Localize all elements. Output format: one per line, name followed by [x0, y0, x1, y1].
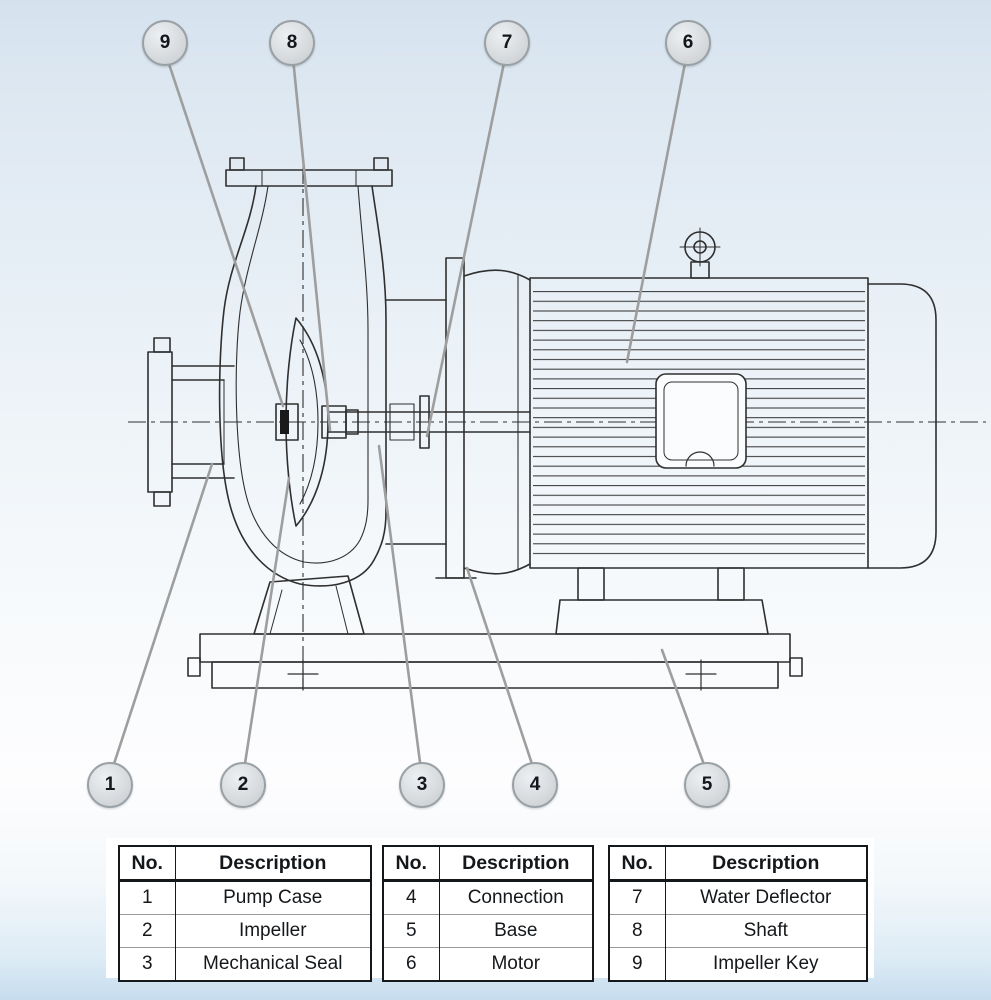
callout-8: 8: [269, 20, 315, 66]
discharge-flange: [225, 157, 393, 187]
callout-4: 4: [512, 762, 558, 808]
callout-6-label: 6: [682, 32, 694, 53]
table-row: 1 Pump Case: [118, 880, 372, 915]
motor-junction-plate: [655, 373, 747, 469]
part-description: Base: [438, 914, 594, 948]
col-header-no: No.: [382, 845, 440, 882]
leader-lines: [110, 56, 708, 772]
part-number: 5: [382, 914, 440, 948]
part-number: 3: [118, 947, 176, 981]
table-row: 9 Impeller Key: [608, 947, 868, 981]
callout-2: 2: [220, 762, 266, 808]
callout-8-label: 8: [286, 32, 298, 53]
motor-end-cap: [867, 283, 937, 569]
leader-line-5: [660, 648, 708, 772]
leader-line-7: [425, 56, 507, 438]
callout-3: 3: [399, 762, 445, 808]
col-header-no: No.: [118, 845, 176, 882]
part-number: 2: [118, 914, 176, 948]
lifting-eye: [679, 227, 721, 279]
part-description: Shaft: [664, 914, 868, 948]
callout-3-label: 3: [416, 774, 428, 795]
leader-line-2: [242, 476, 291, 772]
callout-5: 5: [684, 762, 730, 808]
callout-7: 7: [484, 20, 530, 66]
table-row: 5 Base: [382, 914, 594, 948]
callout-9: 9: [142, 20, 188, 66]
leader-line-3: [377, 444, 423, 772]
col-header-description: Description: [664, 845, 868, 882]
leader-line-4: [465, 566, 536, 772]
callout-1: 1: [87, 762, 133, 808]
table-row: 8 Shaft: [608, 914, 868, 948]
parts-table-2: No. Description 4 Connection 5 Base 6 Mo…: [382, 845, 594, 982]
callout-1-label: 1: [104, 774, 116, 795]
table-row: No. Description: [382, 845, 594, 882]
pump-diagram: [110, 56, 986, 772]
mechanical-seal: [321, 405, 359, 439]
callout-5-label: 5: [701, 774, 713, 795]
col-header-no: No.: [608, 845, 666, 882]
part-number: 1: [118, 880, 176, 915]
part-number: 9: [608, 947, 666, 981]
base-plate: [187, 633, 803, 691]
part-number: 8: [608, 914, 666, 948]
part-number: 4: [382, 880, 440, 915]
part-description: Impeller Key: [664, 947, 868, 981]
col-header-description: Description: [438, 845, 594, 882]
table-row: 7 Water Deflector: [608, 880, 868, 915]
table-row: 3 Mechanical Seal: [118, 947, 372, 981]
table-row: No. Description: [118, 845, 372, 882]
callout-7-label: 7: [501, 32, 513, 53]
callout-9-label: 9: [159, 32, 171, 53]
callout-2-label: 2: [237, 774, 249, 795]
connection-bracket: [385, 257, 531, 579]
part-number: 7: [608, 880, 666, 915]
leader-line-9: [165, 56, 285, 408]
parts-table-3: No. Description 7 Water Deflector 8 Shaf…: [608, 845, 868, 982]
table-row: 2 Impeller: [118, 914, 372, 948]
suction-flange: [147, 337, 235, 507]
motor-feet: [555, 567, 769, 635]
part-description: Mechanical Seal: [174, 947, 372, 981]
callout-6: 6: [665, 20, 711, 66]
impeller-key: [280, 410, 289, 434]
volute-casing: [218, 185, 387, 587]
col-header-description: Description: [174, 845, 372, 882]
pump-foot: [253, 575, 365, 635]
table-row: 6 Motor: [382, 947, 594, 981]
parts-table-1: No. Description 1 Pump Case 2 Impeller 3…: [118, 845, 372, 982]
part-description: Impeller: [174, 914, 372, 948]
leader-line-1: [110, 462, 214, 772]
part-description: Motor: [438, 947, 594, 981]
leader-line-6: [625, 56, 688, 364]
table-row: 4 Connection: [382, 880, 594, 915]
table-row: No. Description: [608, 845, 868, 882]
callout-4-label: 4: [529, 774, 541, 795]
part-description: Connection: [438, 880, 594, 915]
part-description: Pump Case: [174, 880, 372, 915]
leader-line-8: [291, 56, 332, 432]
part-description: Water Deflector: [664, 880, 868, 915]
part-number: 6: [382, 947, 440, 981]
